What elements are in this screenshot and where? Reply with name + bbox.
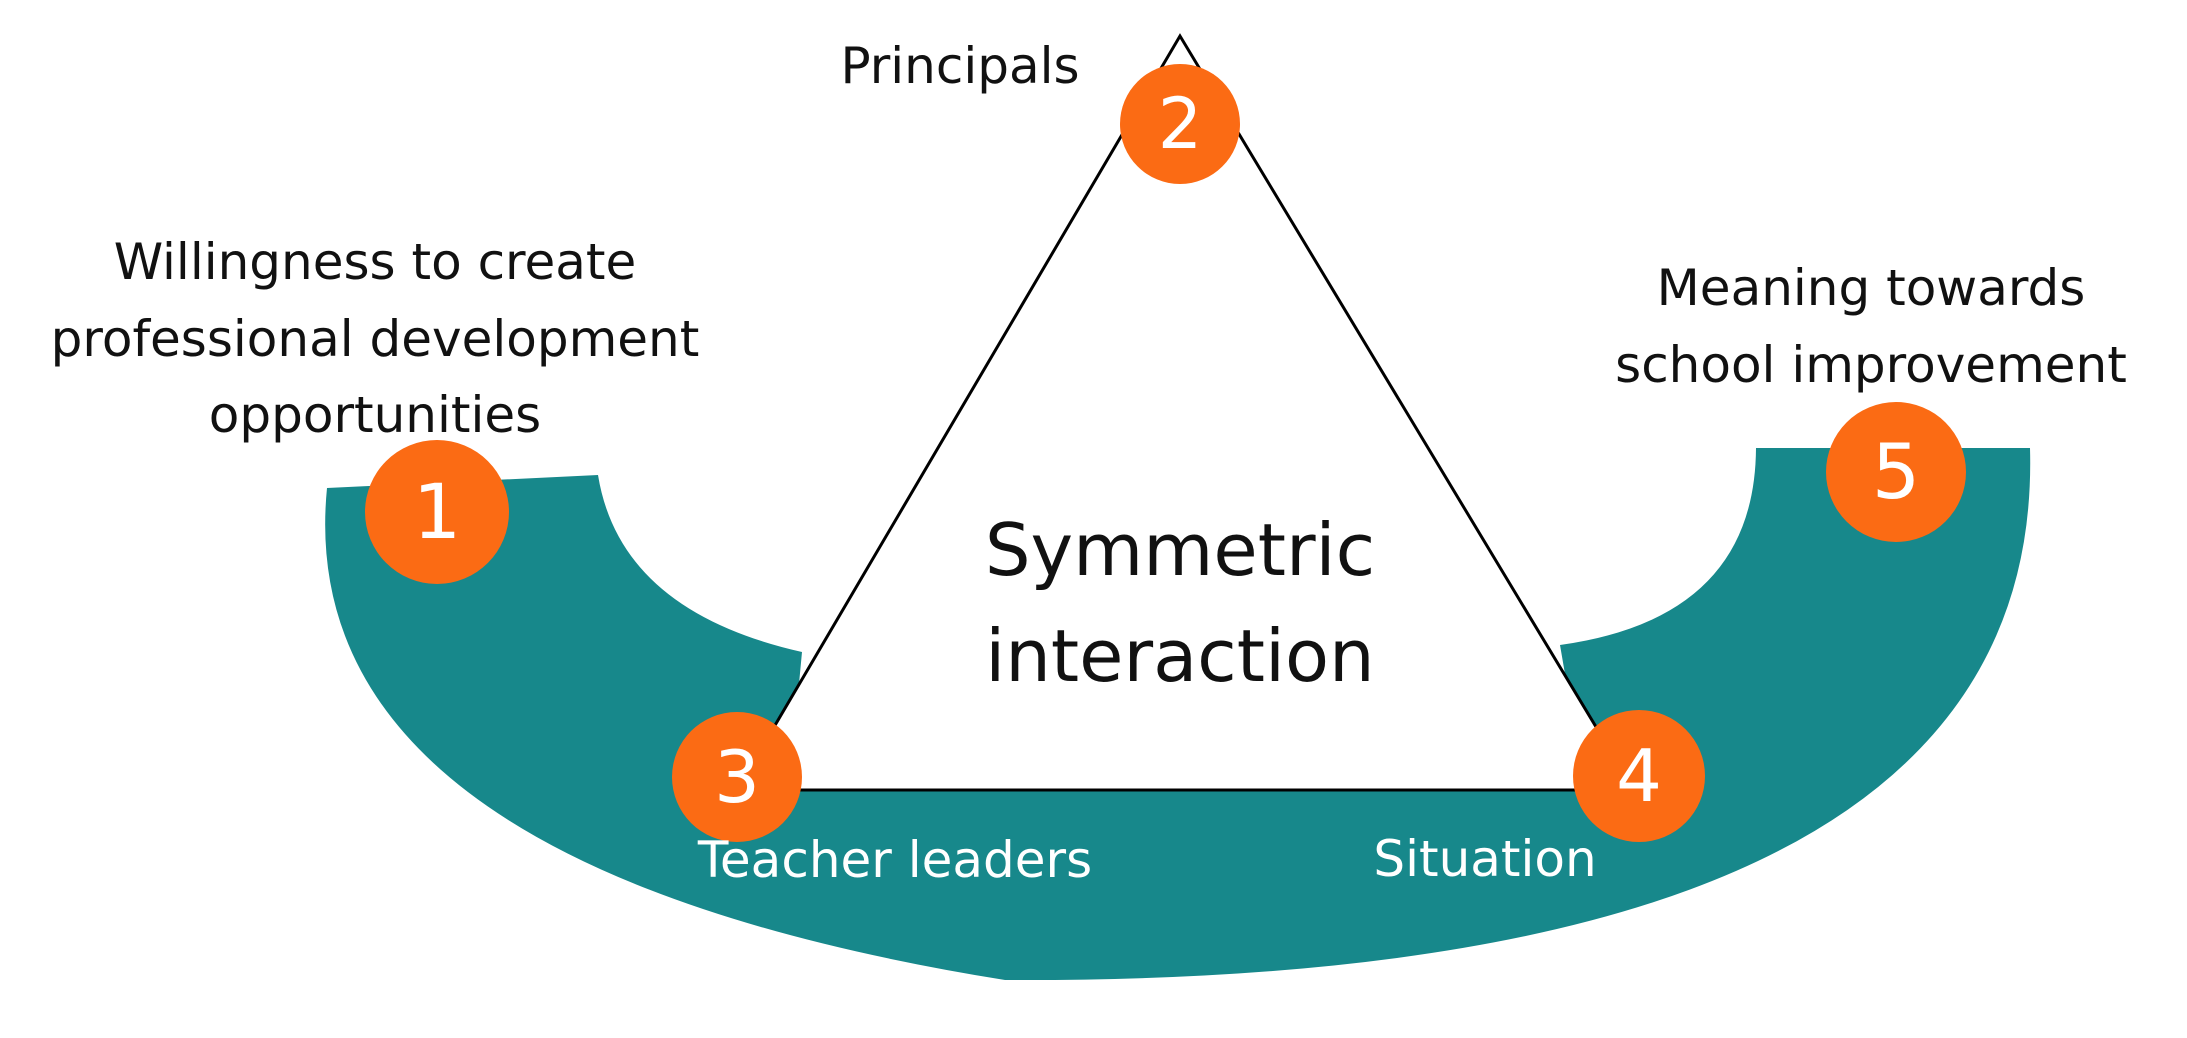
- node-5-badge: 5: [1826, 402, 1966, 542]
- node-3-number: 3: [714, 735, 760, 819]
- node-5-label-line-2: school improvement: [1615, 336, 2127, 394]
- node-4-label: Situation: [1373, 830, 1596, 888]
- node-5-label-line-1: Meaning towards: [1657, 259, 2086, 317]
- node-2-number: 2: [1158, 83, 1203, 165]
- center-label-line-2: interaction: [985, 614, 1374, 698]
- node-4-badge: 4: [1573, 710, 1705, 842]
- node-5-number: 5: [1872, 427, 1920, 516]
- node-3-badge: 3: [672, 712, 802, 842]
- teal-curved-band: [325, 448, 2031, 981]
- node-1-number: 1: [413, 467, 461, 556]
- node-1-label-line-3: opportunities: [209, 386, 541, 444]
- node-3-label: Teacher leaders: [697, 831, 1092, 889]
- node-2-label: Principals: [840, 37, 1079, 95]
- center-label-line-1: Symmetric: [985, 508, 1375, 592]
- node-1-label-line-2: professional development: [51, 310, 700, 368]
- node-1-label-line-1: Willingness to create: [114, 233, 637, 291]
- central-triangle: [734, 33, 1637, 792]
- node-4-number: 4: [1616, 734, 1662, 818]
- node-1-badge: 1: [365, 440, 509, 584]
- node-2-badge: 2: [1120, 64, 1240, 184]
